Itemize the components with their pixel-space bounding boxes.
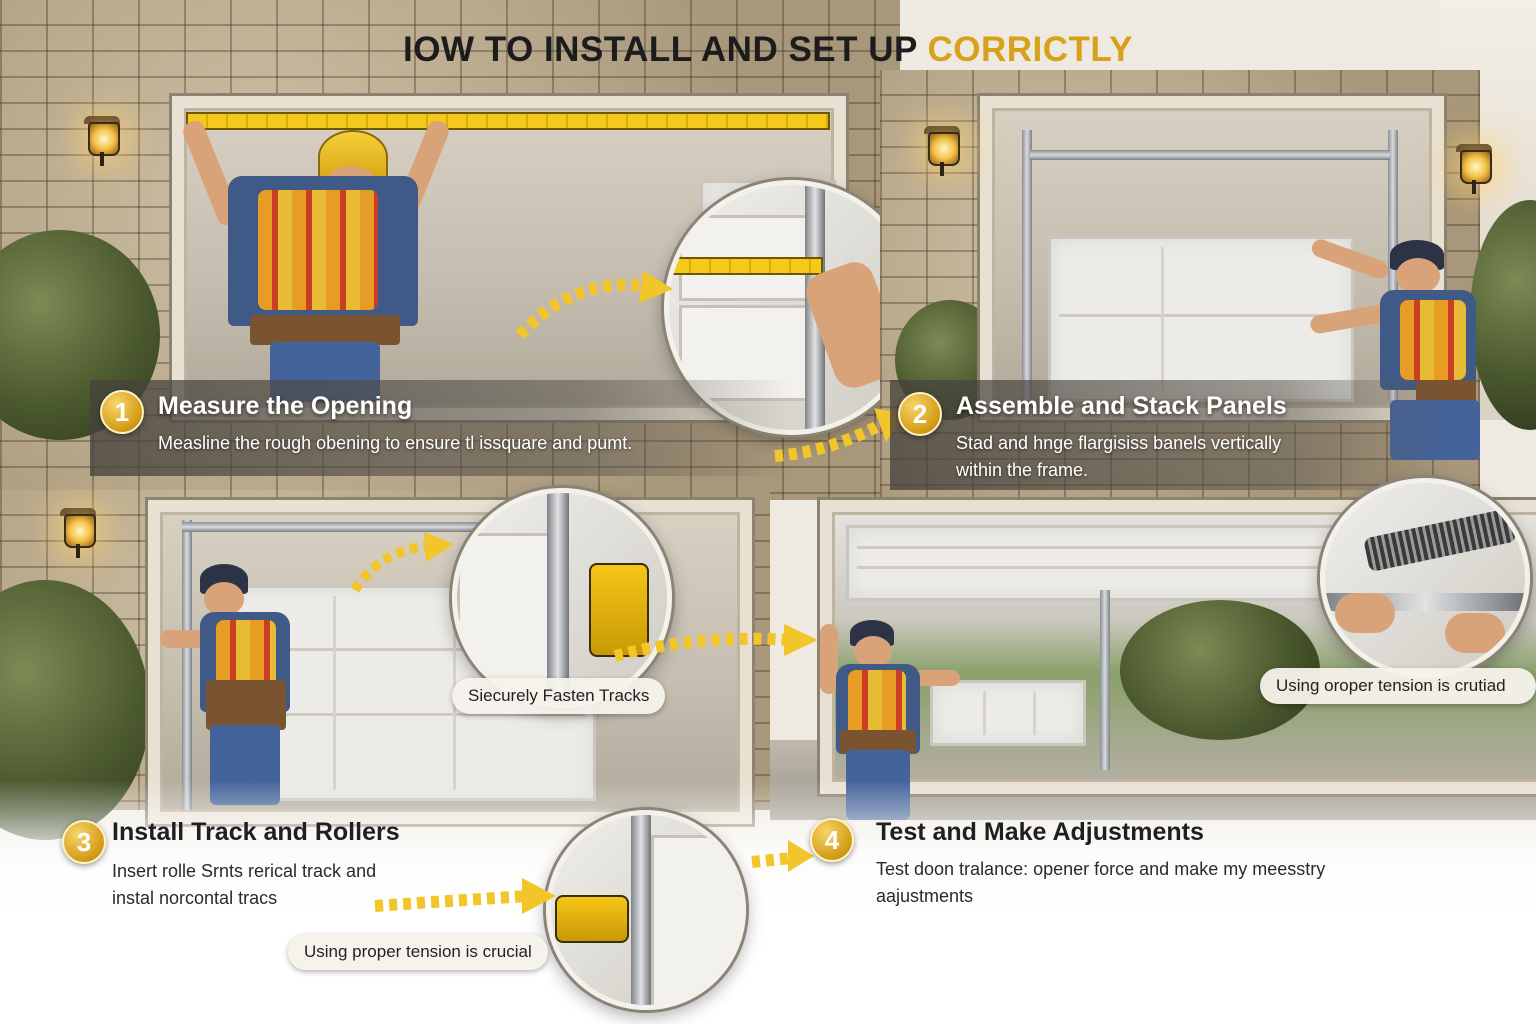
step-1-badge: 1: [100, 390, 144, 434]
magnifier-icon: [1320, 478, 1530, 678]
page-title-accent: CORRICTLY: [927, 30, 1133, 69]
garage-door-panels-2: [1048, 236, 1354, 402]
horizontal-track-3: [182, 522, 482, 532]
step-2-description-line: Stad and hnge flargisiss banels vertical…: [956, 433, 1282, 453]
step-4-title: Test and Make Adjustments: [876, 818, 1204, 846]
step-4-badge: 4: [810, 818, 854, 862]
arrow-icon: [350, 532, 454, 593]
vertical-track-4: [1100, 590, 1110, 770]
step-4-description-line: Test doon tralance: opener force and mak…: [876, 859, 1326, 879]
step-3-description-line: instal norcontal tracs: [112, 888, 278, 908]
vertical-track-3: [182, 520, 192, 810]
worker-measuring: [180, 110, 452, 402]
step-2-description: Stad and hnge flargisiss banels vertical…: [956, 430, 1396, 484]
callout-tension-right: Using oroper tension is crutiad: [1260, 668, 1536, 704]
arrow-icon: [774, 408, 906, 462]
step-2-title: Assemble and Stack Panels: [956, 392, 1287, 420]
vertical-track-2a: [1022, 130, 1032, 400]
step-3-badge: 3: [62, 820, 106, 864]
level-tool-icon: [186, 112, 830, 130]
callout-tension-bottom: Using proper tension is crucial: [288, 934, 548, 970]
worker-installing-track: [160, 560, 300, 810]
magnifier-icon: [546, 810, 746, 1010]
wall-lamp-icon: [1456, 144, 1492, 194]
caption-band-1: [90, 380, 790, 476]
page-title: IOW TO INSTALL AND SET UP CORRICTLY: [0, 30, 1536, 70]
step-4-description: Test doon tralance: opener force and mak…: [876, 856, 1476, 910]
arrow-icon: [613, 624, 818, 662]
magnifier-icon: [452, 488, 672, 708]
wall-lamp-icon: [924, 126, 960, 176]
step-4-description-line: aajustments: [876, 886, 974, 906]
step-3-title: Install Track and Rollers: [112, 818, 400, 846]
step-3-description: Insert rolle Srnts rerical track and ins…: [112, 858, 532, 912]
neighbor-garage: [930, 680, 1086, 746]
arrow-icon: [515, 271, 673, 340]
wall-lamp-icon: [84, 116, 120, 166]
horizontal-track-2: [1030, 150, 1390, 160]
wall-lamp-icon: [60, 508, 96, 558]
step-1-description-line: Measline the rough obening to ensure tl …: [158, 433, 633, 453]
arrow-icon: [374, 878, 556, 914]
bottom-fade: [0, 780, 1536, 1024]
drill-icon: [555, 895, 629, 943]
arrow-icon: [751, 840, 814, 872]
caption-band-2: [890, 380, 1450, 490]
step-1-title: Measure the Opening: [158, 392, 413, 420]
step-2-badge: 2: [898, 392, 942, 436]
step-3-description-line: Insert rolle Srnts rerical track and: [112, 861, 377, 881]
page-title-main: IOW TO INSTALL AND SET UP: [403, 30, 918, 69]
step-2-description-line: within the frame.: [956, 460, 1089, 480]
step-1-description: Measline the rough obening to ensure tl …: [158, 430, 778, 457]
callout-fasten-tracks: Siecurely Fasten Tracks: [452, 678, 666, 714]
